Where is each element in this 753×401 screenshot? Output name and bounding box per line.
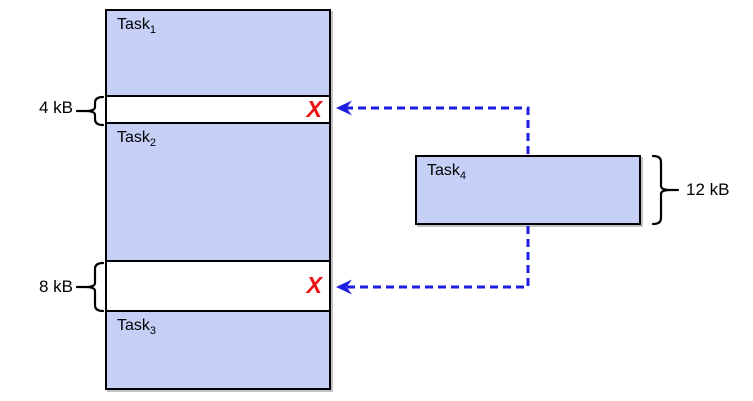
gap-8kb-size-label: 8 kB [38, 277, 73, 296]
task4-label: Task4 [427, 162, 466, 183]
free-gap-4kb: X [107, 97, 329, 122]
task3-block: Task3 [107, 310, 329, 388]
task1-label: Task1 [117, 16, 156, 37]
memory-column: Task1 X Task2 X Task3 [105, 9, 331, 390]
task4-size-label: 12 kB [686, 180, 730, 199]
task1-block: Task1 [107, 11, 329, 97]
brace-8kb [75, 261, 105, 313]
x-mark-icon: X [306, 95, 322, 122]
task4-block: Task4 [415, 155, 641, 225]
arrow-to-4kb-gap-line [342, 106, 530, 154]
gap-4kb-size-label: 4 kB [38, 98, 73, 117]
arrow-left-icon [336, 100, 352, 116]
free-gap-8kb: X [107, 262, 329, 310]
x-mark-icon: X [306, 272, 322, 299]
task4-label-subscript: 4 [459, 170, 467, 183]
task2-label: Task2 [117, 129, 156, 150]
arrow-left-icon [336, 279, 352, 295]
task2-label-base: Task [117, 129, 150, 146]
brace-12kb [651, 154, 680, 226]
task3-label-subscript: 3 [149, 325, 157, 338]
task4-label-base: Task [427, 162, 460, 179]
task3-label-base: Task [117, 317, 150, 334]
task2-block: Task2 [107, 122, 329, 262]
task2-label-subscript: 2 [149, 137, 157, 150]
brace-4kb [75, 95, 105, 127]
task1-label-base: Task [117, 16, 150, 33]
arrow-to-8kb-gap-line [342, 226, 530, 289]
task3-label: Task3 [117, 317, 156, 338]
task1-label-subscript: 1 [149, 24, 157, 37]
